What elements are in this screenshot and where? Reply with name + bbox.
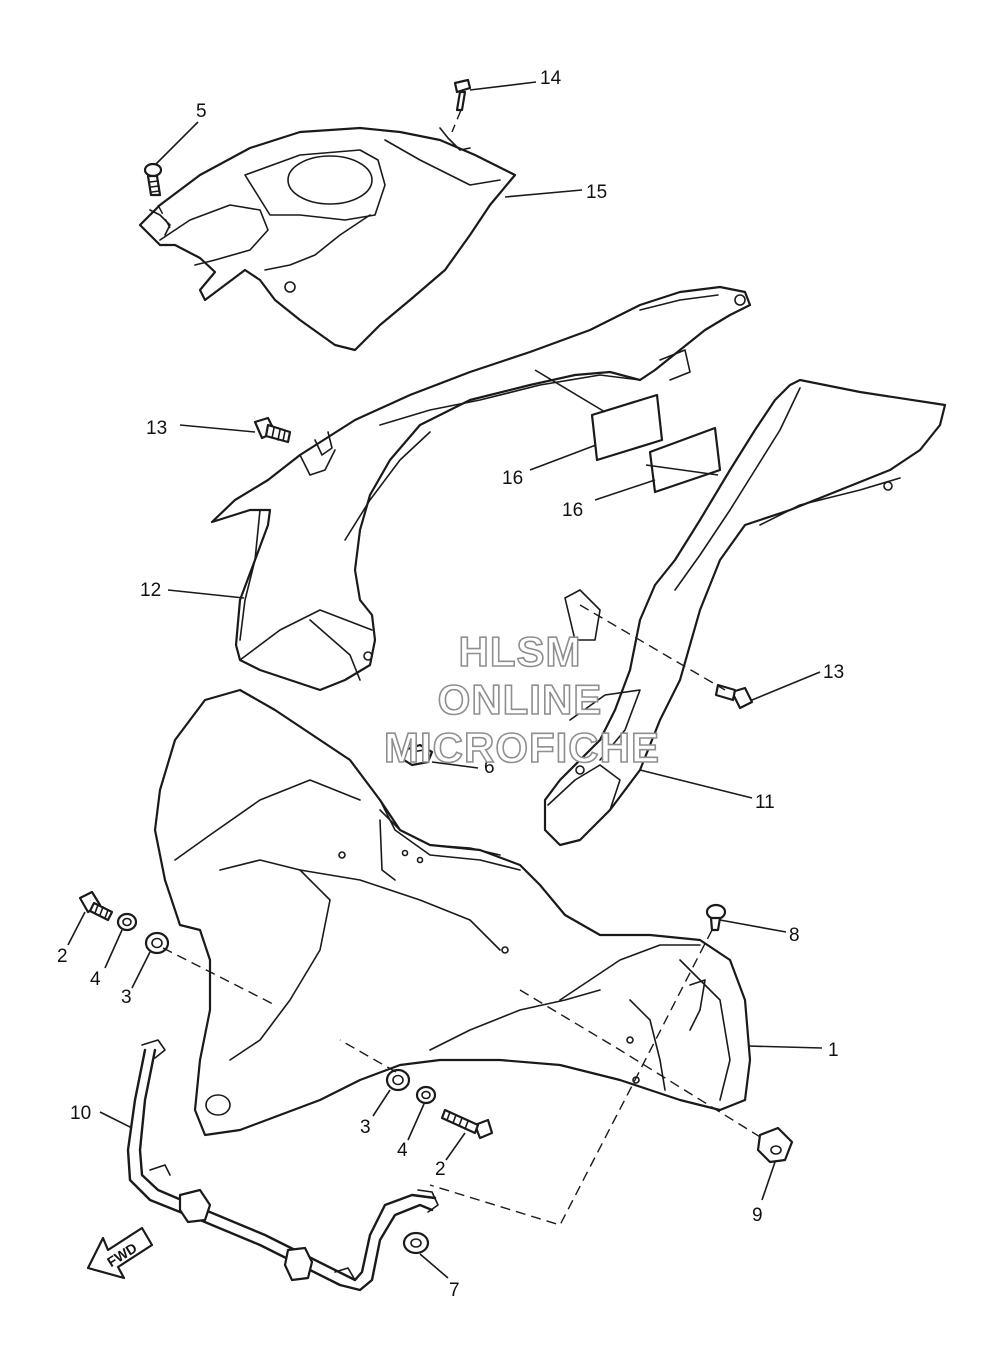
clip-6 — [402, 743, 434, 767]
bolt-13-right — [714, 683, 754, 710]
callout-6: 6 — [484, 757, 495, 778]
callout-15: 15 — [586, 182, 607, 203]
emblem-upper — [590, 393, 664, 462]
grommet-3-left — [144, 931, 170, 955]
callout-3-right: 3 — [360, 1117, 371, 1138]
tank-cover — [138, 126, 517, 352]
callout-5: 5 — [196, 101, 207, 122]
rivet-8 — [705, 903, 727, 932]
emblem-lower — [648, 426, 722, 494]
callout-numbers: 1 2 2 3 3 4 4 5 6 7 8 9 10 11 12 13 13 1… — [57, 68, 844, 1301]
side-cover-right — [543, 378, 947, 847]
watermark: HLSM ONLINE MICROFICHE — [383, 627, 660, 772]
callout-4-left: 4 — [90, 969, 101, 990]
callout-12: 12 — [140, 580, 161, 601]
callout-16-upper: 16 — [502, 468, 523, 489]
callout-4-right: 4 — [397, 1140, 408, 1161]
side-cover-left — [210, 285, 752, 692]
watermark-line-1: HLSM — [459, 628, 582, 675]
callout-14: 14 — [540, 68, 562, 89]
callout-2-right: 2 — [435, 1159, 446, 1180]
fwd-arrow: FWD — [86, 1226, 154, 1280]
callout-11: 11 — [755, 792, 775, 813]
callout-13-right: 13 — [823, 662, 844, 683]
callout-1: 1 — [828, 1040, 839, 1061]
grommet-3-right — [385, 1068, 411, 1092]
front-fender — [153, 688, 752, 1137]
grommet-7 — [402, 1231, 430, 1255]
watermark-line-3: MICROFICHE — [384, 724, 660, 771]
callout-7: 7 — [449, 1280, 460, 1301]
watermark-line-2: ONLINE — [438, 676, 603, 723]
collar-4-right — [415, 1085, 437, 1105]
callout-10: 10 — [70, 1103, 91, 1124]
nut-9 — [756, 1126, 794, 1164]
callout-8: 8 — [789, 925, 800, 946]
screw-5 — [143, 162, 163, 197]
callout-16-lower: 16 — [562, 500, 583, 521]
callout-3-left: 3 — [121, 987, 132, 1008]
leader-lines — [67, 81, 823, 1279]
bolt-2-right — [440, 1108, 494, 1140]
assembly-lines — [157, 109, 766, 1226]
bolt-2-left — [78, 890, 114, 922]
rivet-14 — [453, 78, 472, 112]
collar-4-left — [116, 912, 138, 932]
callout-9: 9 — [752, 1205, 763, 1226]
callout-2-left: 2 — [57, 946, 68, 967]
fender-brace — [126, 1039, 439, 1292]
callout-13-left: 13 — [146, 418, 167, 439]
bolt-13-left — [253, 416, 292, 444]
